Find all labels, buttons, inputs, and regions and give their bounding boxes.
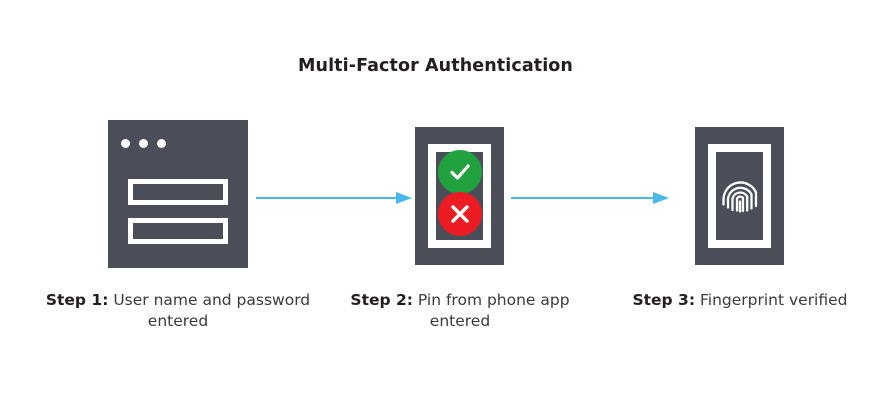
step-2-text: Pin from phone app entered bbox=[417, 291, 570, 330]
phone-screen bbox=[436, 150, 483, 240]
phone-frame bbox=[428, 144, 491, 248]
phone-pin-icon bbox=[415, 127, 504, 265]
phone-screen bbox=[716, 152, 763, 240]
step-2-group: Step 2: Pin from phone app entered bbox=[320, 112, 600, 330]
step-3-graphic bbox=[600, 112, 871, 274]
password-field bbox=[128, 218, 228, 244]
step-3-group: Step 3: Fingerprint verified bbox=[600, 112, 871, 309]
step-3-label: Step 3: bbox=[632, 291, 696, 309]
username-field bbox=[128, 179, 228, 205]
step-2-caption: Step 2: Pin from phone app entered bbox=[320, 290, 600, 332]
window-dot-icon bbox=[157, 139, 166, 148]
phone-frame bbox=[708, 144, 771, 248]
step-2-graphic bbox=[320, 112, 600, 274]
denied-cross-icon bbox=[437, 192, 482, 236]
arrow-step1-to-step2-icon bbox=[256, 191, 412, 205]
phone-fingerprint-icon bbox=[695, 127, 784, 265]
login-window-icon bbox=[108, 120, 248, 268]
step-1-caption: Step 1: User name and password entered bbox=[38, 290, 318, 332]
fingerprint-icon bbox=[719, 175, 761, 217]
step-3-text: Fingerprint verified bbox=[699, 291, 848, 309]
step-1-group: Step 1: User name and password entered bbox=[38, 112, 318, 330]
step-1-label: Step 1: bbox=[45, 291, 109, 309]
step-3-caption: Step 3: Fingerprint verified bbox=[600, 290, 871, 311]
step-1-text: User name and password entered bbox=[113, 291, 311, 330]
arrow-step2-to-step3-icon bbox=[511, 191, 669, 205]
window-dot-icon bbox=[121, 139, 130, 148]
window-dot-icon bbox=[139, 139, 148, 148]
page-title: Multi-Factor Authentication bbox=[298, 56, 573, 76]
step-1-graphic bbox=[38, 112, 318, 274]
approved-check-icon bbox=[437, 150, 482, 194]
step-2-label: Step 2: bbox=[350, 291, 413, 309]
